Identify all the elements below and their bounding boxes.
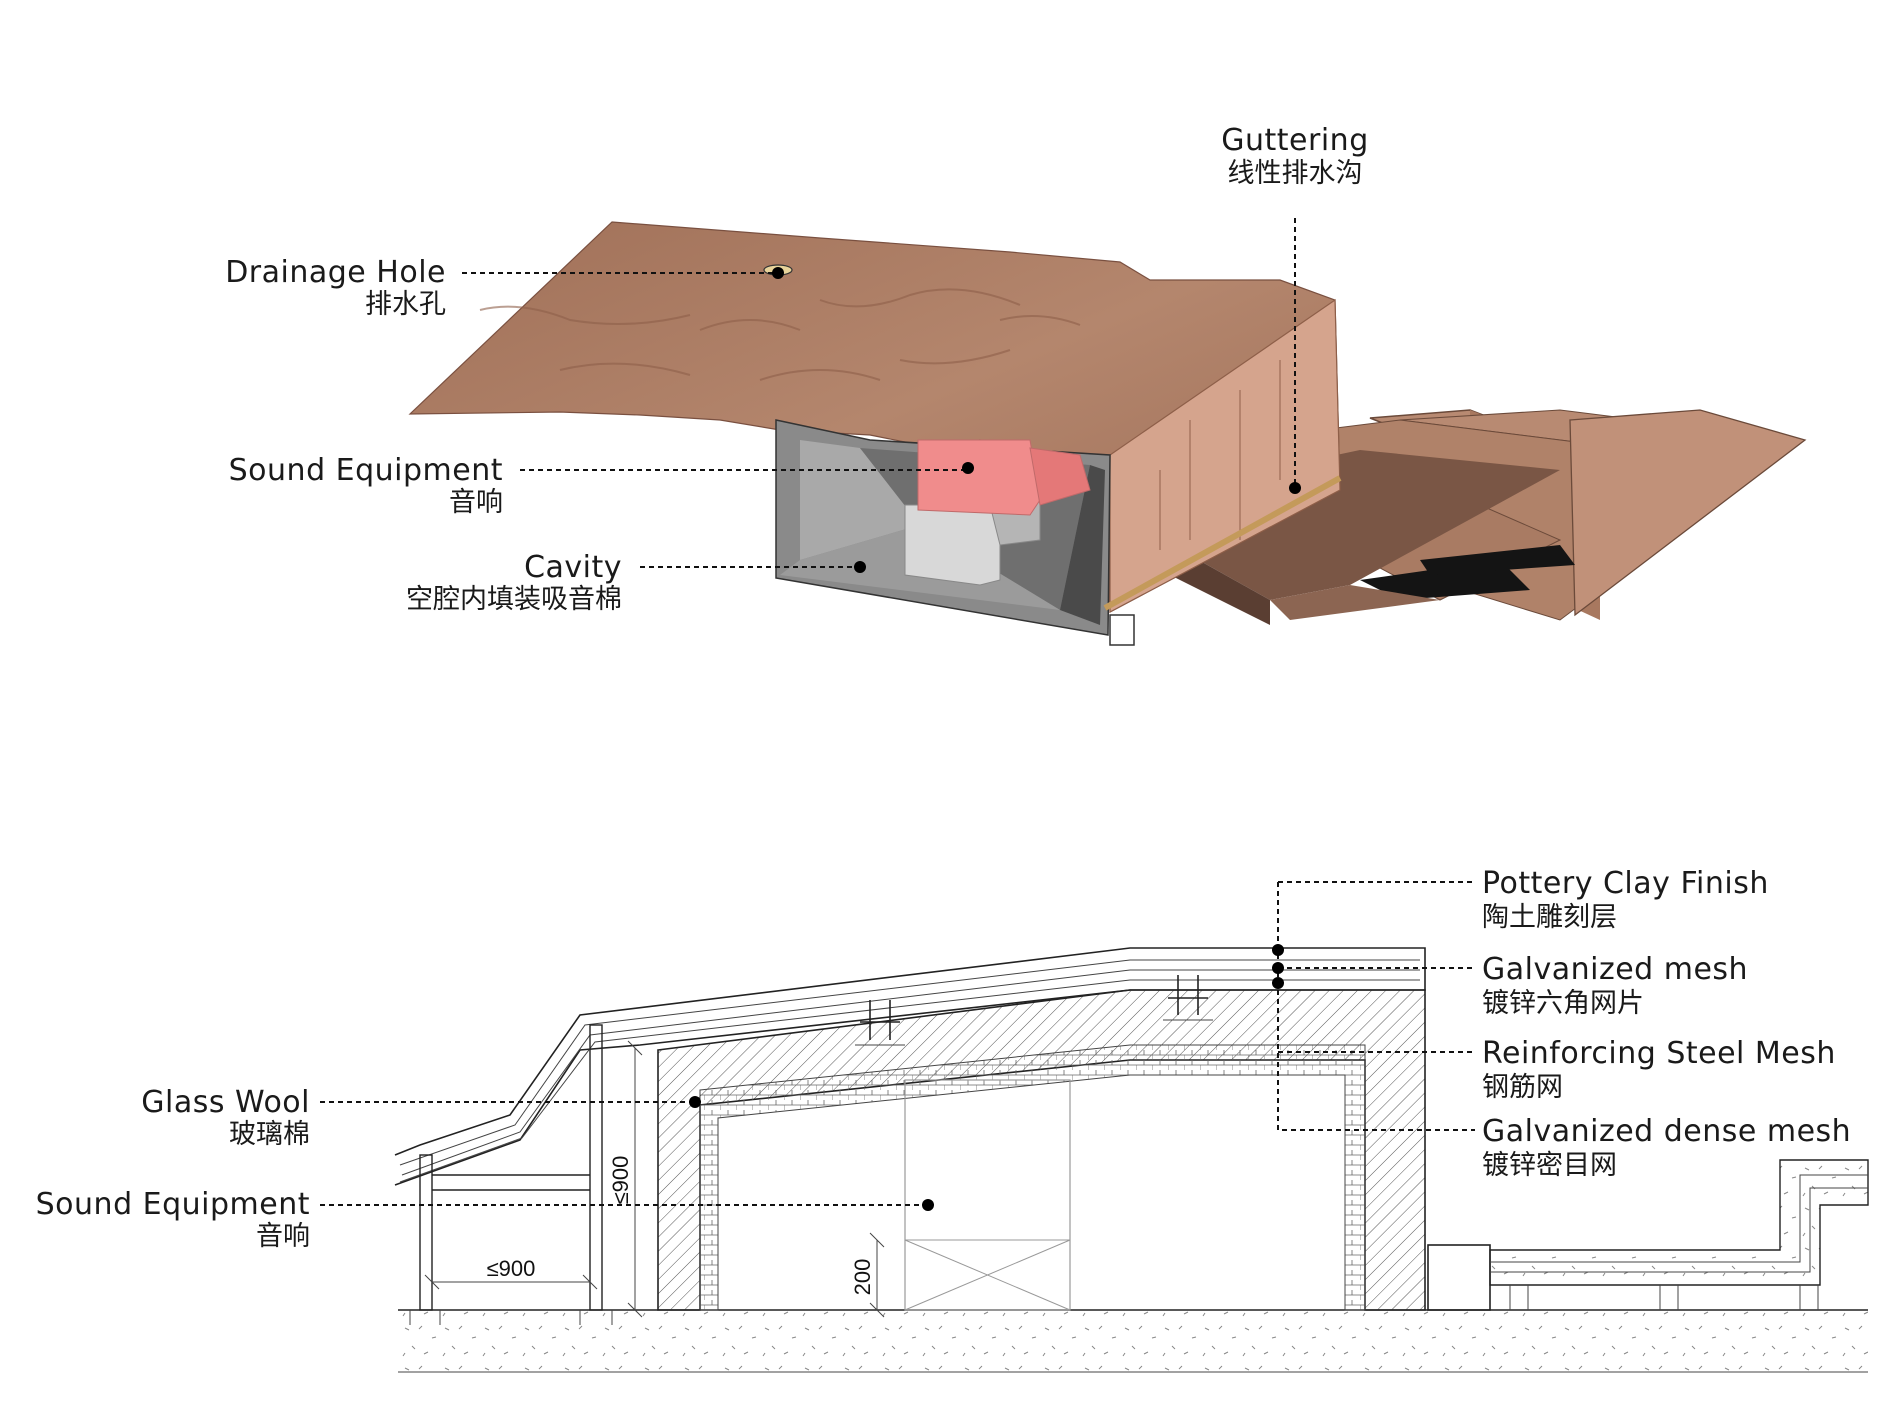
right-low-section <box>1427 1159 1869 1311</box>
sound-equipment-label-cn: 音响 <box>449 487 503 518</box>
vertical-dimension: ≤900 <box>608 1156 633 1205</box>
base-height-dimension: 200 <box>850 1259 875 1296</box>
speaker-section-box <box>904 1079 1071 1311</box>
pottery-clay-finish-label: Pottery Clay Finish <box>1482 866 1769 901</box>
small-bracket <box>1109 614 1135 646</box>
ground-slab <box>398 1310 1868 1372</box>
cavity-label: Cavity <box>524 550 622 585</box>
roof-anchors <box>855 975 1213 1046</box>
section-drawing: ≤900 ≤900 200 Pottery Clay Finish 陶土雕刻层 … <box>36 866 1869 1373</box>
gutter-edge-strip <box>1103 475 1342 611</box>
glass-wool-label-cn: 玻璃棉 <box>229 1119 310 1150</box>
galvanized-dense-mesh-label: Galvanized dense mesh <box>1482 1114 1851 1149</box>
glass-wool-layer <box>699 1044 1366 1311</box>
galvanized-dense-mesh-label-cn: 镀锌密目网 <box>1482 1150 1617 1181</box>
reinforcing-steel-mesh-label: Reinforcing Steel Mesh <box>1482 1036 1836 1071</box>
section-sound-equipment-label-cn: 音响 <box>256 1221 310 1252</box>
guttering-label-cn: 线性排水沟 <box>1228 158 1363 189</box>
horizontal-dimension: ≤900 <box>487 1256 536 1281</box>
galvanized-mesh-label-cn: 镀锌六角网片 <box>1482 988 1644 1019</box>
glass-wool-label: Glass Wool <box>141 1085 310 1120</box>
galvanized-mesh-label: Galvanized mesh <box>1482 952 1748 987</box>
top-axonometric-diagram: Guttering 线性排水沟 Drainage Hole 排水孔 Sound … <box>225 123 1807 646</box>
steel-posts <box>409 1024 613 1325</box>
dimension-lines: ≤900 ≤900 200 <box>424 1040 885 1318</box>
concrete-frame <box>657 989 1426 1311</box>
pottery-clay-finish-label-cn: 陶土雕刻层 <box>1482 902 1617 933</box>
cavity-label-cn: 空腔内填装吸音棉 <box>406 584 622 615</box>
speaker-box <box>904 439 1091 586</box>
reinforcing-steel-mesh-label-cn: 钢筋网 <box>1482 1072 1563 1103</box>
sound-equipment-label: Sound Equipment <box>229 453 503 488</box>
drainage-hole-label: Drainage Hole <box>225 255 446 290</box>
guttering-label: Guttering <box>1221 123 1368 158</box>
section-sound-equipment-label: Sound Equipment <box>36 1187 310 1222</box>
drainage-hole-label-cn: 排水孔 <box>365 289 446 320</box>
